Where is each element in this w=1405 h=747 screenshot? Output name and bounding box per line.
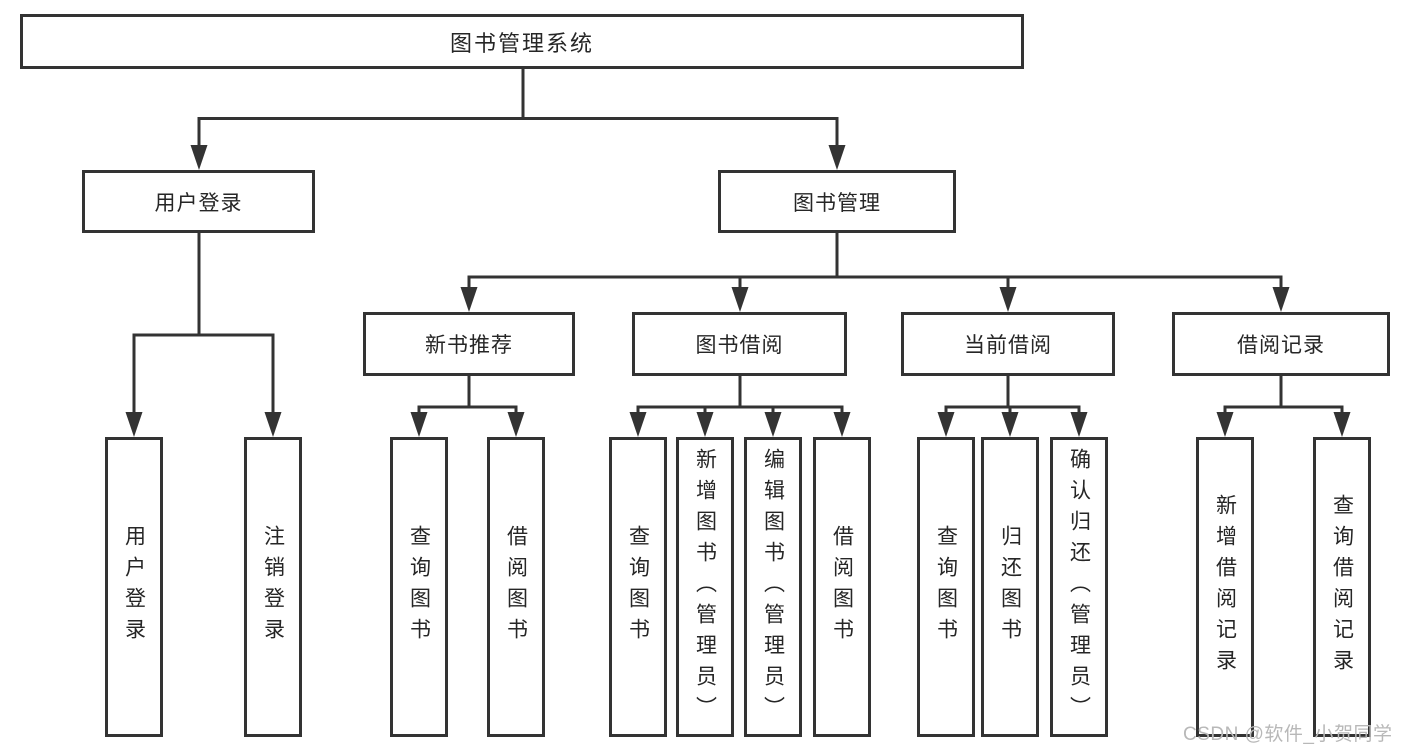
leaf-query-books-2: 查询图书 xyxy=(609,437,667,737)
leaf-query-books-2-label: 查询图书 xyxy=(626,525,650,649)
leaf-query-borrow-record: 查询借阅记录 xyxy=(1313,437,1371,737)
leaf-add-books-admin-label: 新增图书（管理员） xyxy=(693,447,717,727)
leaf-add-books-admin: 新增图书（管理员） xyxy=(676,437,734,737)
leaf-user-login-label: 用户登录 xyxy=(122,525,146,649)
node-current-borrowing: 当前借阅 xyxy=(901,312,1115,376)
node-borrowing-records: 借阅记录 xyxy=(1172,312,1390,376)
node-book-borrowing: 图书借阅 xyxy=(632,312,847,376)
leaf-query-books-1-label: 查询图书 xyxy=(407,525,431,649)
leaf-confirm-return-admin-label: 确认归还（管理员） xyxy=(1067,447,1091,727)
connector-arrowheads xyxy=(125,145,1351,437)
leaf-return-books-label: 归还图书 xyxy=(998,525,1022,649)
leaf-query-books-3: 查询图书 xyxy=(917,437,975,737)
leaf-logout-login: 注销登录 xyxy=(244,437,302,737)
leaf-query-books-1: 查询图书 xyxy=(390,437,448,737)
leaf-logout-login-label: 注销登录 xyxy=(261,525,285,649)
leaf-query-books-3-label: 查询图书 xyxy=(934,525,958,649)
leaf-add-borrow-record: 新增借阅记录 xyxy=(1196,437,1254,737)
leaf-borrow-books-2: 借阅图书 xyxy=(813,437,871,737)
leaf-confirm-return-admin: 确认归还（管理员） xyxy=(1050,437,1108,737)
leaf-borrow-books-2-label: 借阅图书 xyxy=(830,525,854,649)
node-book-management: 图书管理 xyxy=(718,170,956,233)
node-user-login: 用户登录 xyxy=(82,170,315,233)
node-new-book-recommendation: 新书推荐 xyxy=(363,312,575,376)
leaf-edit-books-admin: 编辑图书（管理员） xyxy=(744,437,802,737)
leaf-query-borrow-record-label: 查询借阅记录 xyxy=(1330,494,1354,680)
leaf-add-borrow-record-label: 新增借阅记录 xyxy=(1213,494,1237,680)
leaf-return-books: 归还图书 xyxy=(981,437,1039,737)
leaf-borrow-books-1: 借阅图书 xyxy=(487,437,545,737)
node-library-management-system: 图书管理系统 xyxy=(20,14,1024,69)
leaf-user-login: 用户登录 xyxy=(105,437,163,737)
leaf-edit-books-admin-label: 编辑图书（管理员） xyxy=(761,447,785,727)
watermark: CSDN @软件_小贺同学 xyxy=(1183,724,1393,745)
leaf-borrow-books-1-label: 借阅图书 xyxy=(504,525,528,649)
